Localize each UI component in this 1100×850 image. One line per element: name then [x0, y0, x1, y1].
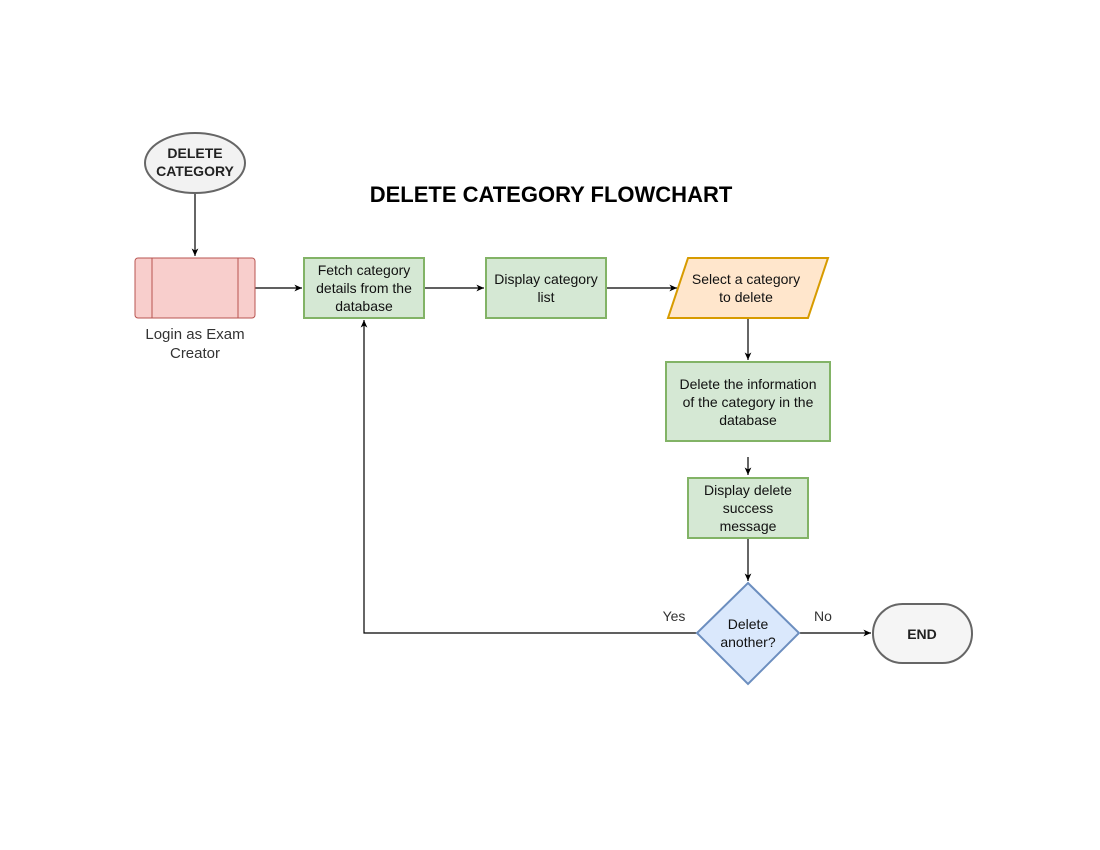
login-label-line1: Login as Exam — [145, 326, 244, 343]
delete-info-label-line1: Delete the information — [680, 376, 817, 392]
decision-diamond — [695, 581, 801, 686]
start-label-line2: CATEGORY — [156, 163, 234, 179]
end-terminator — [872, 603, 973, 664]
login-box — [134, 257, 256, 319]
fetch-label-line2: details from the — [316, 280, 412, 296]
decision-label-line2: another? — [720, 634, 775, 650]
display-list-label-line2: list — [537, 289, 554, 305]
end-node: END — [872, 603, 973, 664]
login-node: Login as Exam Creator — [134, 257, 256, 362]
select-parallelogram — [666, 257, 830, 319]
display-list-box — [485, 257, 607, 319]
display-success-box — [687, 477, 809, 539]
start-ellipse — [144, 132, 246, 194]
delete-info-node: Delete the information of the category i… — [665, 361, 831, 442]
decision-node: Delete another? — [695, 581, 801, 686]
fetch-node: Fetch category details from the database — [303, 257, 425, 319]
start-label-line1: DELETE — [167, 145, 222, 161]
diagram-title: DELETE CATEGORY FLOWCHART — [370, 182, 733, 207]
fetch-box — [303, 257, 425, 319]
select-label-line2: to delete — [719, 289, 773, 305]
delete-info-box — [665, 361, 831, 442]
decision-label-line1: Delete — [728, 616, 769, 632]
delete-info-label-line2: of the category in the — [683, 394, 814, 410]
select-label-line1: Select a category — [692, 271, 800, 287]
display-success-node: Display delete success message — [687, 477, 809, 539]
display-list-node: Display category list — [485, 257, 607, 319]
fetch-label-line1: Fetch category — [318, 262, 411, 278]
display-success-label-line2: success — [723, 500, 774, 516]
edge-decision-yes-to-fetch — [360, 320, 697, 634]
select-node: Select a category to delete — [666, 257, 830, 319]
fetch-label-line3: database — [335, 298, 393, 314]
display-list-label-line1: Display category — [494, 271, 598, 287]
edge-label-no: No — [814, 608, 832, 624]
edge-label-yes: Yes — [663, 608, 686, 624]
end-label: END — [907, 626, 937, 642]
start-node: DELETE CATEGORY — [144, 132, 246, 194]
display-success-label-line1: Display delete — [704, 482, 792, 498]
login-label-line2: Creator — [170, 345, 220, 362]
display-success-label-line3: message — [720, 518, 777, 534]
delete-info-label-line3: database — [719, 412, 777, 428]
edges — [191, 194, 871, 637]
